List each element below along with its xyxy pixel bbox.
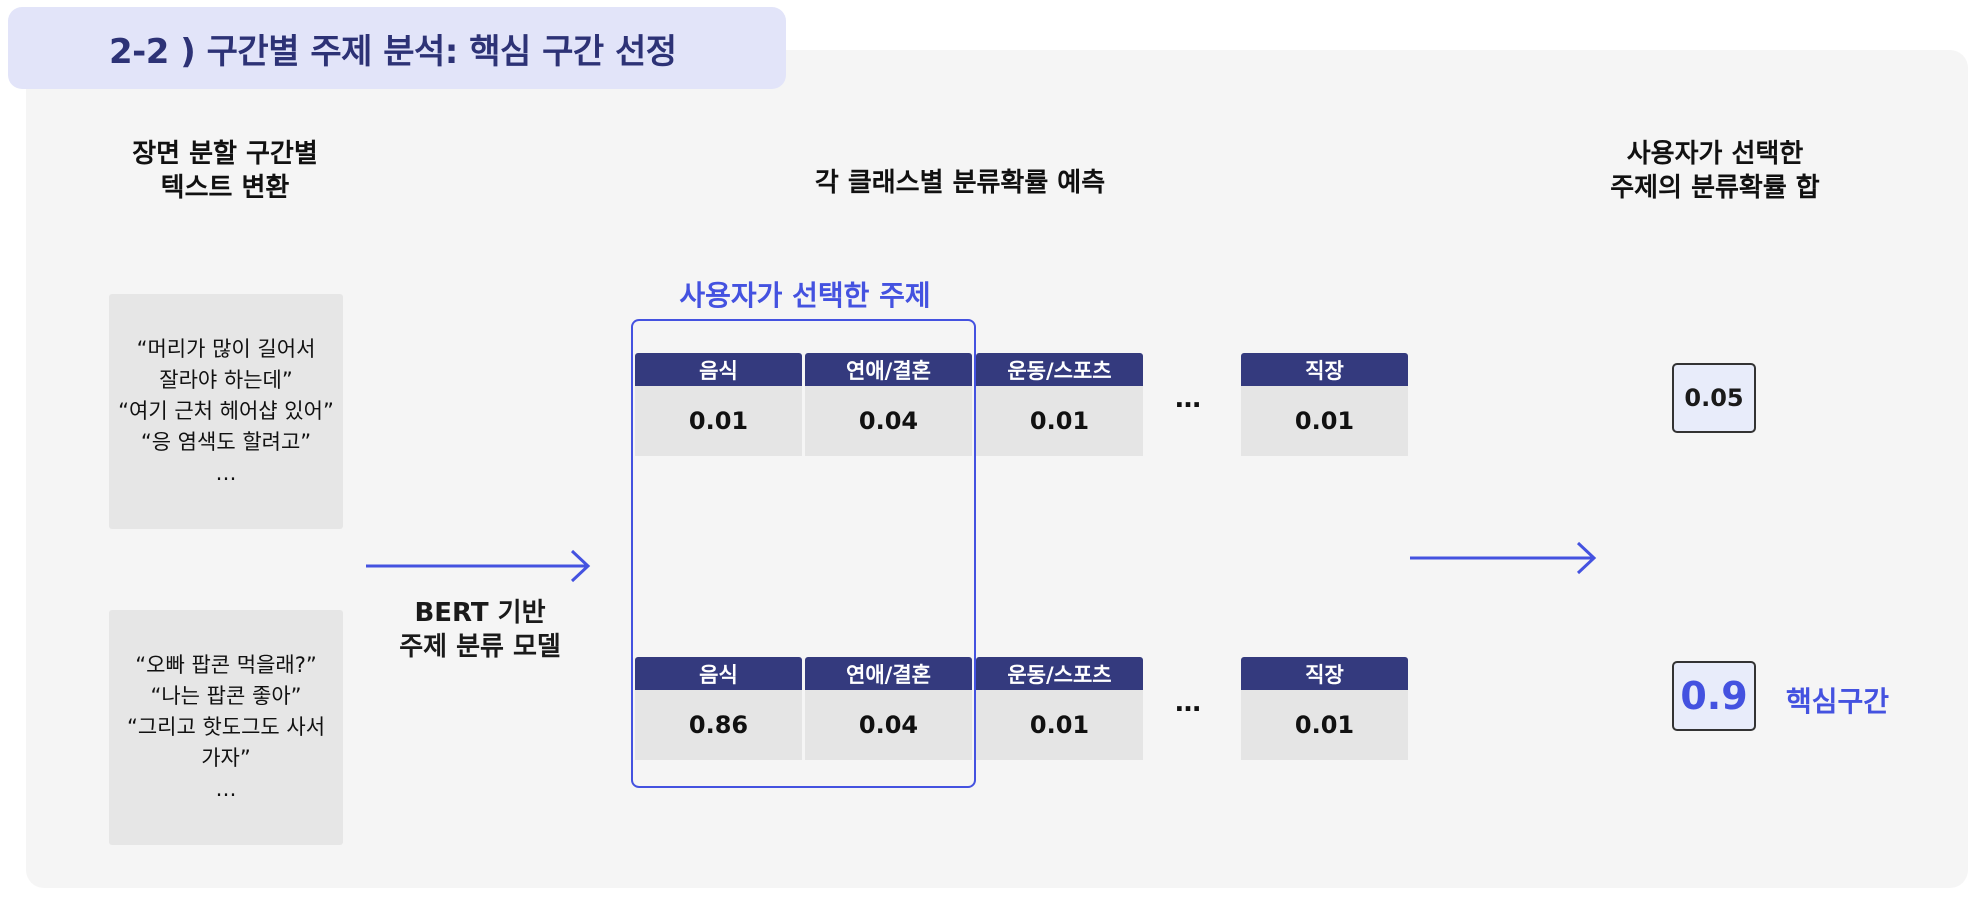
prob-cell-row1-food: 음식 0.01 bbox=[635, 353, 802, 456]
segment-text-box-1: “머리가 많이 길어서 잘라야 하는데” “여기 근처 헤어샵 있어” “응 염… bbox=[109, 294, 343, 529]
right-heading-line-2: 주제의 분류확률 합 bbox=[1610, 173, 1820, 203]
right-heading-line-1: 사용자가 선택한 bbox=[1626, 139, 1804, 169]
prob-value: 0.04 bbox=[805, 386, 972, 456]
class-header: 운동/스포츠 bbox=[976, 353, 1143, 386]
class-header: 연애/결혼 bbox=[805, 657, 972, 690]
prob-cell-row2-romance: 연애/결혼 0.04 bbox=[805, 657, 972, 760]
segment-text-box-2: “오빠 팝콘 먹을래?” “나는 팝콘 좋아” “그리고 핫도그도 사서 가자”… bbox=[109, 610, 343, 845]
prob-cell-row1-work: 직장 0.01 bbox=[1241, 353, 1408, 456]
prob-cell-row2-work: 직장 0.01 bbox=[1241, 657, 1408, 760]
prob-value: 0.01 bbox=[635, 386, 802, 456]
prob-value: 0.04 bbox=[805, 690, 972, 760]
prob-sum-box-2: 0.9 bbox=[1672, 661, 1756, 731]
selected-topic-frame bbox=[631, 319, 976, 788]
class-header: 음식 bbox=[635, 353, 802, 386]
prob-cell-row2-food: 음식 0.86 bbox=[635, 657, 802, 760]
class-header: 직장 bbox=[1241, 657, 1408, 690]
core-segment-label: 핵심구간 bbox=[1786, 685, 1890, 718]
class-header: 음식 bbox=[635, 657, 802, 690]
class-header: 직장 bbox=[1241, 353, 1408, 386]
prob-cell-row1-sports: 운동/스포츠 0.01 bbox=[976, 353, 1143, 456]
middle-column-heading: 각 클래스별 분류확률 예측 bbox=[814, 168, 1106, 198]
model-label: BERT 기반 주제 분류 모델 bbox=[370, 596, 590, 664]
prob-value: 0.86 bbox=[635, 690, 802, 760]
model-label-line-1: BERT 기반 bbox=[414, 598, 546, 628]
prob-cell-row2-sports: 운동/스포츠 0.01 bbox=[976, 657, 1143, 760]
arrow-right-icon bbox=[366, 549, 591, 583]
selected-topic-label: 사용자가 선택한 주제 bbox=[679, 279, 931, 312]
prob-value: 0.01 bbox=[1241, 386, 1408, 456]
class-header: 운동/스포츠 bbox=[976, 657, 1143, 690]
right-column-heading: 사용자가 선택한 주제의 분류확률 합 bbox=[1570, 137, 1860, 205]
prob-sum-box-1: 0.05 bbox=[1672, 363, 1756, 433]
model-label-line-2: 주제 분류 모델 bbox=[399, 632, 561, 662]
ellipsis-row2: … bbox=[1175, 688, 1201, 718]
left-column-heading: 장면 분할 구간별 텍스트 변환 bbox=[100, 137, 350, 205]
prob-value: 0.01 bbox=[976, 690, 1143, 760]
class-header: 연애/결혼 bbox=[805, 353, 972, 386]
ellipsis-row1: … bbox=[1175, 384, 1201, 414]
prob-cell-row1-romance: 연애/결혼 0.04 bbox=[805, 353, 972, 456]
prob-value: 0.01 bbox=[976, 386, 1143, 456]
page-title: 2-2 ) 구간별 주제 분석: 핵심 구간 선정 bbox=[109, 31, 677, 72]
arrow-right-icon bbox=[1410, 541, 1597, 575]
left-heading-line-1: 장면 분할 구간별 bbox=[132, 139, 318, 169]
title-tab: 2-2 ) 구간별 주제 분석: 핵심 구간 선정 bbox=[8, 7, 786, 89]
prob-value: 0.01 bbox=[1241, 690, 1408, 760]
left-heading-line-2: 텍스트 변환 bbox=[160, 173, 290, 203]
